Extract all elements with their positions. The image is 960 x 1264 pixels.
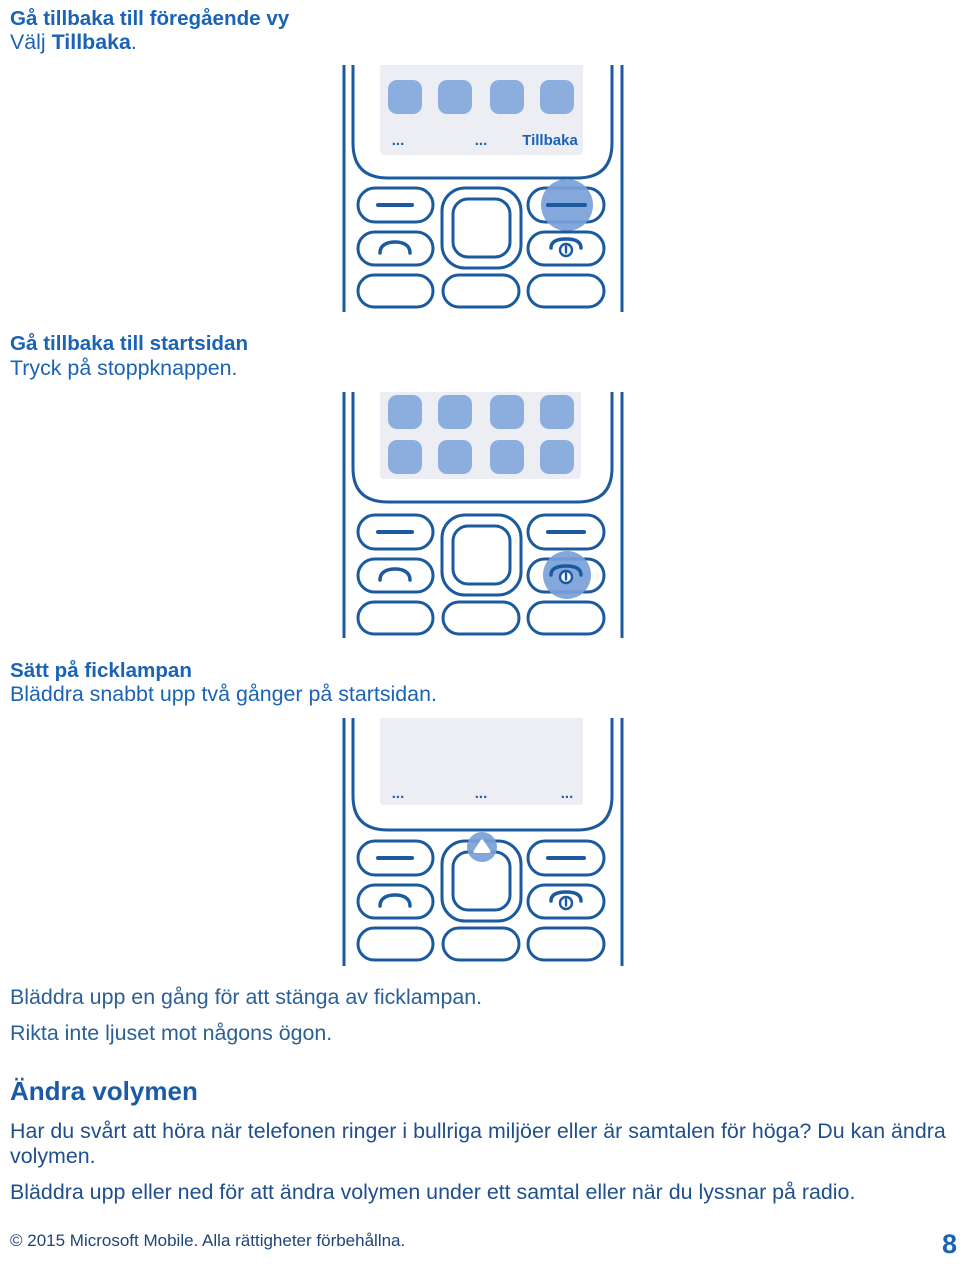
- number-key: [356, 273, 435, 309]
- app-icon: [490, 80, 524, 114]
- navigation-key-center: [451, 524, 512, 586]
- number-key: [441, 600, 521, 636]
- app-icon: [388, 395, 422, 429]
- instruction-bold-term: Tillbaka: [51, 30, 131, 54]
- navigation-key-center: [451, 197, 512, 259]
- phone-screen: [380, 65, 583, 155]
- app-icon: [438, 395, 472, 429]
- number-key: [441, 273, 521, 309]
- app-icon: [438, 440, 472, 474]
- number-key: [526, 926, 606, 962]
- flashlight-off-note: Bläddra upp en gång för att stänga av fi…: [10, 985, 483, 1009]
- number-key: [441, 926, 521, 962]
- section-heading-volume: Ändra volymen: [10, 1076, 198, 1106]
- call-icon: [378, 240, 412, 255]
- section-heading-back-to-home: Gå tillbaka till startsidan: [10, 332, 249, 355]
- app-icon: [490, 440, 524, 474]
- app-icon: [388, 440, 422, 474]
- number-key: [526, 600, 606, 636]
- section-heading-back-to-previous: Gå tillbaka till föregående vy: [10, 7, 290, 30]
- instruction-punctuation: .: [130, 30, 137, 54]
- section-heading-flashlight: Sätt på ficklampan: [10, 659, 192, 682]
- app-icon: [540, 440, 574, 474]
- phone-screen: [380, 392, 581, 479]
- screen-bezel: [351, 718, 614, 832]
- middle-softkey-label: ...: [475, 785, 488, 802]
- call-icon: [378, 567, 412, 582]
- call-key: [356, 230, 435, 267]
- app-icon: [540, 80, 574, 114]
- middle-softkey-label: ...: [475, 132, 488, 149]
- left-softkey-label: ...: [392, 132, 405, 149]
- end-call-icon: [549, 890, 583, 911]
- right-softkey-label: Tillbaka: [522, 132, 578, 149]
- call-key: [356, 557, 435, 594]
- instruction-text: Välj: [10, 30, 52, 54]
- phone-illustration-end-key: [342, 392, 624, 638]
- left-softkey-label: ...: [392, 785, 405, 802]
- instruction-flashlight: Bläddra snabbt upp två gånger på startsi…: [10, 682, 437, 706]
- instruction-back-to-home: Tryck på stoppknappen.: [10, 356, 238, 380]
- app-icon: [388, 80, 422, 114]
- right-softkey-label: ...: [561, 785, 574, 802]
- app-icon: [490, 395, 524, 429]
- end-call-icon: [549, 237, 583, 258]
- flashlight-warning-note: Rikta inte ljuset mot någons ögon.: [10, 1021, 333, 1045]
- screen-bezel: [351, 392, 614, 504]
- call-key: [356, 883, 435, 920]
- copyright-footer: © 2015 Microsoft Mobile. Alla rättighete…: [10, 1231, 406, 1250]
- page-number: 8: [941, 1229, 957, 1259]
- instruction-back-to-previous: Välj Tillbaka.: [10, 30, 137, 55]
- number-key: [356, 600, 435, 636]
- app-icon: [438, 80, 472, 114]
- screen-bezel: [351, 65, 614, 180]
- phone-illustration-back-softkey: ... ... Tillbaka: [342, 65, 624, 312]
- call-icon: [378, 893, 412, 908]
- up-arrow-icon: [473, 839, 491, 853]
- app-icon: [540, 395, 574, 429]
- end-call-icon: [549, 564, 583, 585]
- volume-instruction-paragraph: Bläddra upp eller ned för att ändra voly…: [10, 1180, 856, 1204]
- number-key: [356, 926, 435, 962]
- number-key: [526, 273, 606, 309]
- phone-illustration-scroll-up: ... ... ...: [342, 718, 624, 966]
- phone-screen: [380, 718, 583, 805]
- volume-intro-paragraph: Har du svårt att höra när telefonen ring…: [10, 1119, 946, 1168]
